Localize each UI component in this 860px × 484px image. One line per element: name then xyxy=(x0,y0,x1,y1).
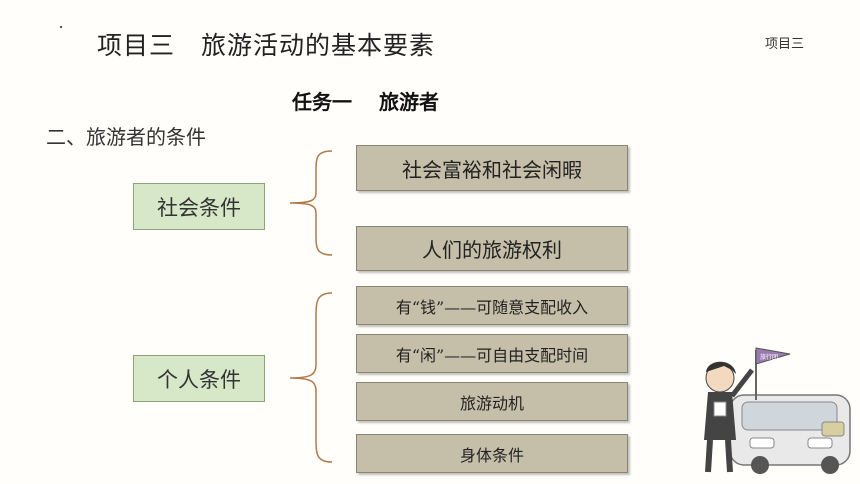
item-physical-condition: 身体条件 xyxy=(356,434,628,473)
item-leisure-time: 有“闲”——可自由支配时间 xyxy=(356,334,628,373)
item-travel-motivation: 旅游动机 xyxy=(356,382,628,421)
personal-brace-icon xyxy=(289,292,333,463)
item-travel-rights: 人们的旅游权利 xyxy=(356,226,628,271)
tour-guide-bus-illustration: 旅行团 xyxy=(704,347,851,474)
task-title: 任务一 旅游者 xyxy=(292,90,439,114)
social-brace-icon xyxy=(289,150,333,256)
decor-dot xyxy=(60,26,62,28)
page-title: 项目三 旅游活动的基本要素 xyxy=(97,31,436,60)
corner-label: 项目三 xyxy=(765,37,805,52)
social-conditions-box: 社会条件 xyxy=(133,183,265,230)
item-money: 有“钱”——可随意支配收入 xyxy=(356,286,628,325)
personal-conditions-box: 个人条件 xyxy=(133,355,265,402)
item-social-wealth-leisure: 社会富裕和社会闲暇 xyxy=(356,145,628,191)
flag-text: 旅行团 xyxy=(760,353,778,361)
section-heading: 二、旅游者的条件 xyxy=(46,125,206,149)
